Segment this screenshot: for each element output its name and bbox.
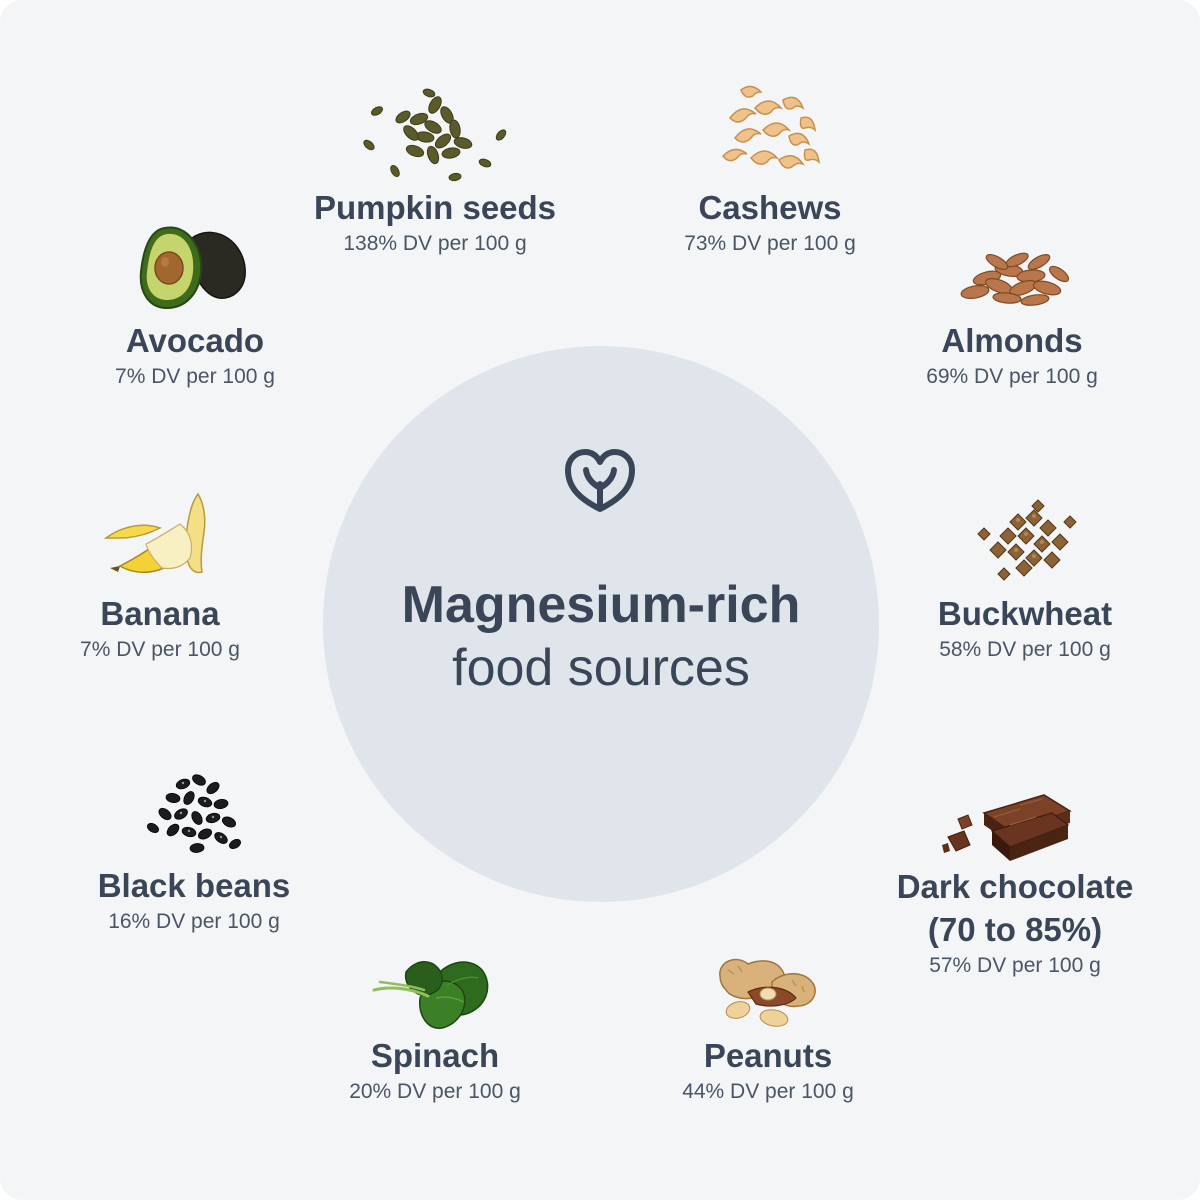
spinach-image <box>372 961 489 1029</box>
food-name: Spinach <box>370 1037 500 1074</box>
food-name: Almonds <box>941 322 1083 359</box>
food-dv-value: 138% DV per 100 g <box>343 232 527 255</box>
food-name: Avocado <box>125 322 265 359</box>
peanuts-image <box>719 958 816 1027</box>
title-sub: food sources <box>452 639 750 697</box>
food-name-qualifier: (70 to 85%) <box>927 911 1103 948</box>
almonds-image <box>960 252 1070 306</box>
center-circle <box>323 346 879 902</box>
food-name: Cashews <box>698 189 842 226</box>
leaf-heart-icon <box>565 449 635 512</box>
food-item-buckwheat: Buckwheat 58% DV per 100 g <box>890 488 1160 678</box>
cashews-image <box>722 85 821 169</box>
food-item-banana: Banana 7% DV per 100 g <box>25 488 295 678</box>
food-item-spinach: Spinach 20% DV per 100 g <box>300 940 570 1120</box>
food-dv-value: 7% DV per 100 g <box>80 638 240 661</box>
black-beans-image <box>147 774 241 853</box>
title-main: Magnesium-rich <box>401 576 801 634</box>
food-dv-value: 57% DV per 100 g <box>929 954 1101 977</box>
food-item-black-beans: Black beans 16% DV per 100 g <box>59 760 329 950</box>
food-item-pumpkin-seeds: Pumpkin seeds 138% DV per 100 g <box>290 70 580 270</box>
food-dv-value: 7% DV per 100 g <box>115 365 275 388</box>
pumpkin-seeds-image <box>363 88 507 182</box>
dark-chocolate-image <box>942 794 1072 861</box>
food-name: Dark chocolate <box>896 868 1134 905</box>
food-name: Buckwheat <box>937 595 1113 632</box>
food-name: Pumpkin seeds <box>313 189 557 226</box>
food-item-almonds: Almonds 69% DV per 100 g <box>877 220 1147 400</box>
avocado-image <box>139 226 246 310</box>
food-item-peanuts: Peanuts 44% DV per 100 g <box>633 940 903 1120</box>
food-item-dark-chocolate: Dark chocolate (70 to 85%) 57% DV per 10… <box>870 765 1160 995</box>
food-dv-value: 73% DV per 100 g <box>684 232 856 255</box>
food-item-cashews: Cashews 73% DV per 100 g <box>625 70 915 270</box>
food-dv-value: 20% DV per 100 g <box>349 1080 521 1103</box>
food-dv-value: 69% DV per 100 g <box>926 365 1098 388</box>
food-name: Peanuts <box>703 1037 833 1074</box>
food-name: Banana <box>100 595 220 632</box>
food-dv-value: 44% DV per 100 g <box>682 1080 854 1103</box>
food-dv-value: 58% DV per 100 g <box>939 638 1111 661</box>
food-dv-value: 16% DV per 100 g <box>108 910 280 933</box>
food-item-avocado: Avocado 7% DV per 100 g <box>60 220 330 400</box>
buckwheat-image <box>977 499 1077 581</box>
food-name: Black beans <box>97 867 291 904</box>
banana-image <box>103 492 206 574</box>
